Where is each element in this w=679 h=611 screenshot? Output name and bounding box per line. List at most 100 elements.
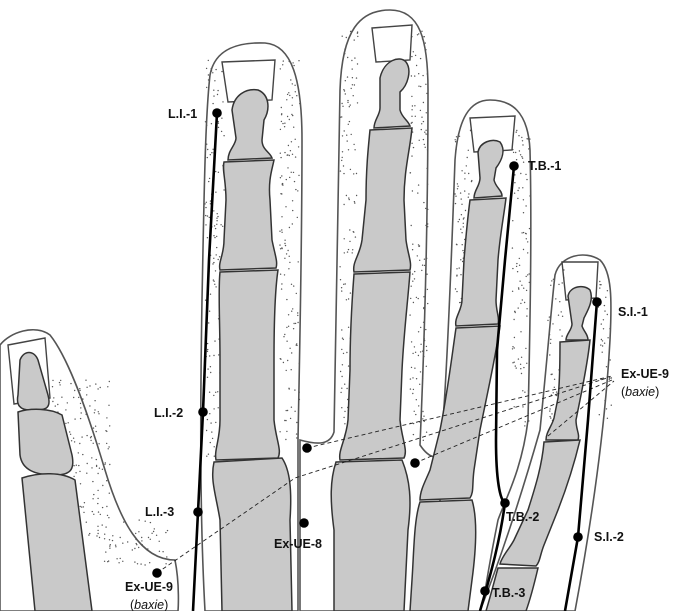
stipple-dot: [292, 154, 293, 155]
stipple-dot: [461, 232, 462, 233]
stipple-dot: [207, 349, 208, 350]
stipple-dot: [290, 150, 291, 151]
stipple-dot: [214, 456, 215, 457]
stipple-dot: [60, 380, 61, 381]
point-tb3[interactable]: [480, 586, 490, 596]
point-tb2[interactable]: [500, 498, 510, 508]
stipple-dot: [526, 238, 527, 239]
stipple-dot: [107, 386, 108, 387]
stipple-dot: [148, 537, 149, 538]
stipple-dot: [457, 186, 458, 187]
stipple-dot: [424, 132, 425, 133]
stipple-dot: [526, 315, 527, 316]
stipple-dot: [206, 144, 207, 145]
point-li3[interactable]: [193, 507, 203, 517]
stipple-dot: [342, 364, 343, 365]
stipple-dot: [216, 218, 217, 219]
stipple-dot: [299, 103, 300, 104]
point-tb1[interactable]: [509, 161, 519, 171]
stipple-dot: [295, 189, 296, 190]
point-si2[interactable]: [573, 532, 583, 542]
stipple-dot: [98, 413, 99, 414]
stipple-dot: [292, 83, 293, 84]
stipple-dot: [297, 312, 298, 313]
stipple-dot: [89, 385, 90, 386]
stipple-dot: [287, 94, 288, 95]
stipple-dot: [95, 426, 96, 427]
stipple-dot: [217, 213, 218, 214]
stipple-dot: [285, 245, 286, 246]
stipple-dot: [471, 180, 472, 181]
stipple-dot: [296, 343, 297, 344]
stipple-dot: [418, 86, 419, 87]
stipple-dot: [354, 57, 355, 58]
stipple-dot: [212, 72, 213, 73]
stipple-dot: [412, 281, 413, 282]
stipple-dot: [344, 411, 345, 412]
stipple-dot: [419, 140, 420, 141]
stipple-dot: [212, 149, 213, 150]
stipple-dot: [289, 61, 290, 62]
stipple-dot: [287, 116, 288, 117]
point-ex9-c[interactable]: [152, 568, 162, 578]
stipple-dot: [412, 393, 413, 394]
stipple-dot: [343, 353, 344, 354]
stipple-dot: [96, 431, 97, 432]
stipple-dot: [86, 522, 87, 523]
point-si1[interactable]: [592, 297, 602, 307]
stipple-dot: [427, 226, 428, 227]
point-ex8[interactable]: [299, 518, 309, 528]
stipple-dot: [346, 37, 347, 38]
stipple-dot: [96, 535, 97, 536]
stipple-dot: [551, 280, 552, 281]
stipple-dot: [296, 344, 297, 345]
stipple-dot: [210, 366, 211, 367]
stipple-dot: [529, 228, 530, 229]
stipple-dot: [137, 563, 138, 564]
stipple-dot: [283, 60, 284, 61]
stipple-dot: [611, 377, 612, 378]
stipple-dot: [607, 290, 608, 291]
stipple-dot: [416, 297, 417, 298]
stipple-dot: [93, 514, 94, 515]
stipple-dot: [53, 397, 54, 398]
stipple-dot: [145, 521, 146, 522]
stipple-dot: [427, 134, 428, 135]
stipple-dot: [347, 140, 348, 141]
stipple-dot: [611, 405, 612, 406]
stipple-dot: [528, 148, 529, 149]
point-ex9-b[interactable]: [410, 458, 420, 468]
stipple-dot: [549, 354, 550, 355]
stipple-dot: [426, 168, 427, 169]
point-li1[interactable]: [212, 108, 222, 118]
stipple-dot: [521, 357, 522, 358]
stipple-dot: [293, 323, 294, 324]
stipple-dot: [462, 250, 463, 251]
point-ex9-a[interactable]: [302, 443, 312, 453]
stipple-dot: [459, 136, 460, 137]
stipple-dot: [86, 473, 87, 474]
stipple-dot: [97, 498, 98, 499]
stipple-dot: [218, 354, 219, 355]
stipple-dot: [522, 140, 523, 141]
stipple-dot: [426, 432, 427, 433]
stipple-dot: [108, 446, 109, 447]
stipple-dot: [138, 531, 139, 532]
point-li2[interactable]: [198, 407, 208, 417]
stipple-dot: [529, 138, 530, 139]
stipple-dot: [294, 85, 295, 86]
stipple-dot: [216, 224, 217, 225]
stipple-dot: [514, 311, 515, 312]
stipple-dot: [604, 400, 605, 401]
stipple-dot: [425, 49, 426, 50]
stipple-dot: [562, 316, 563, 317]
stipple-dot: [91, 457, 92, 458]
stipple-dot: [427, 209, 428, 210]
stipple-dot: [423, 121, 424, 122]
stipple-dot: [206, 202, 207, 203]
stipple-dot: [414, 368, 415, 369]
stipple-dot: [223, 189, 224, 190]
label-ex9-left: Ex-UE-9: [125, 580, 173, 594]
stipple-dot: [292, 97, 293, 98]
stipple-dot: [286, 299, 287, 300]
